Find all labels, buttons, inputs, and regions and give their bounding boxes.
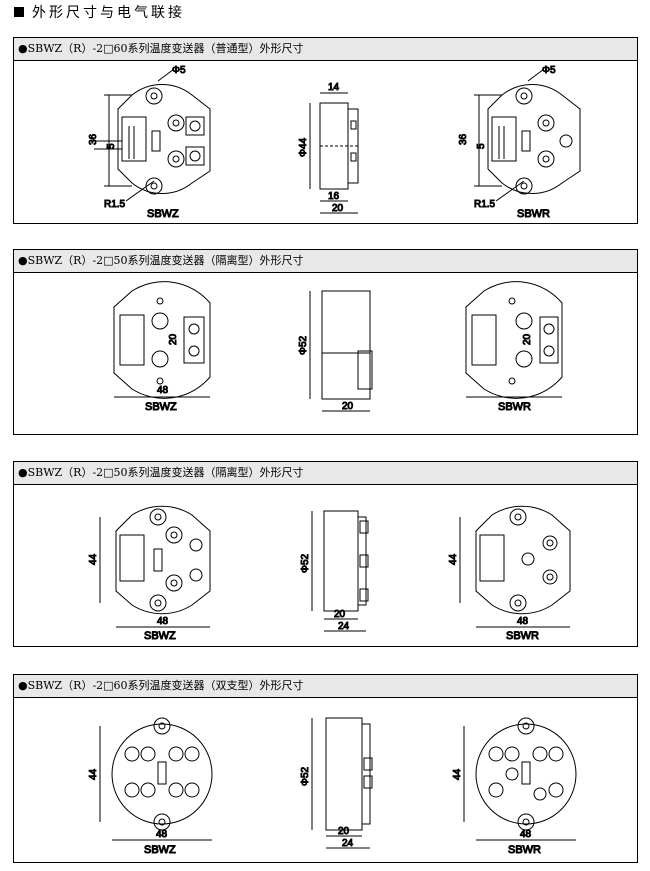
dim-24-side-4: 24	[342, 838, 354, 849]
section-1-drawing: Φ5 36 5 R1.5 SBWZ 14 Φ44 16 20	[88, 65, 581, 221]
dim-phi52-4: Φ52	[300, 766, 311, 786]
label-sbwr-1: SBWR	[517, 208, 550, 220]
dim-phi52-3: Φ52	[300, 553, 311, 573]
label-sbwr-3: SBWR	[506, 630, 539, 642]
square-bullet-icon	[14, 7, 24, 17]
section-2-panel: ●SBWZ（R）-2□50系列温度变送器（隔离型）外形尺寸 48 20 SBWZ	[13, 249, 638, 435]
sbwr-front-view-4	[463, 717, 577, 841]
dim-20-right-2: 20	[522, 333, 533, 345]
sbwr-front-view-3	[459, 505, 571, 628]
dim-24-side-3: 24	[338, 621, 350, 632]
dim-44-left-4: 44	[88, 768, 99, 780]
dim-5-right: 5	[476, 143, 487, 149]
sbwz-front-view-2	[113, 281, 211, 399]
dim-48-left-2: 48	[157, 385, 169, 396]
label-sbwz-3: SBWZ	[144, 630, 176, 642]
side-view-4	[311, 717, 373, 849]
dim-20-left-2: 20	[168, 333, 179, 345]
dim-48-left-3: 48	[157, 616, 169, 627]
dim-phi52-2: Φ52	[298, 335, 309, 355]
label-sbwz-4: SBWZ	[144, 844, 176, 856]
section-2-title: ●SBWZ（R）-2□50系列温度变送器（隔离型）外形尺寸	[14, 250, 637, 273]
dim-36-left: 36	[88, 133, 99, 145]
sbwr-front-view-2	[465, 281, 563, 399]
dim-36-right: 36	[458, 133, 469, 145]
label-sbwr-2: SBWR	[498, 401, 531, 413]
section-3-drawing: 44 48 SBWZ Φ52 20 24	[88, 505, 571, 643]
page-heading: 外形尺寸与电气联接	[14, 2, 185, 22]
section-3-title: ●SBWZ（R）-2□50系列温度变送器（隔离型）外形尺寸	[14, 462, 637, 485]
section-4-panel: ●SBWZ（R）-2□60系列温度变送器（双支型）外形尺寸 44 48 SBWZ	[13, 674, 638, 863]
dim-20-side-2: 20	[342, 401, 354, 412]
dim-14: 14	[328, 82, 340, 93]
dim-phi5-right: Φ5	[542, 65, 556, 76]
dim-48-right-3: 48	[517, 616, 529, 627]
dim-r15-left: R1.5	[104, 199, 126, 210]
sbwr-front-view	[474, 68, 581, 202]
sbwz-front-view-3	[99, 505, 211, 628]
dim-r15-right: R1.5	[474, 199, 496, 210]
label-sbwz-2: SBWZ	[145, 401, 177, 413]
dim-20-side-4: 20	[338, 826, 350, 837]
page-heading-text: 外形尺寸与电气联接	[32, 5, 185, 21]
dim-48-right-4: 48	[520, 829, 532, 840]
dim-44-right-3: 44	[448, 553, 459, 565]
label-sbwz-1: SBWZ	[147, 208, 179, 220]
dim-5-left: 5	[106, 143, 117, 149]
section-3-panel: ●SBWZ（R）-2□50系列温度变送器（隔离型）外形尺寸 44 48 SBWZ	[13, 461, 638, 647]
dim-16: 16	[328, 191, 340, 202]
dim-20-side: 20	[332, 203, 344, 214]
dim-44-left-3: 44	[88, 553, 99, 565]
dim-44-right-4: 44	[452, 768, 463, 780]
dim-phi5-left: Φ5	[172, 65, 186, 76]
dim-20-side-3: 20	[334, 609, 346, 620]
section-4-drawing: 44 48 SBWZ Φ52 20 24	[88, 717, 577, 857]
side-view-2	[309, 290, 373, 412]
section-4-title: ●SBWZ（R）-2□60系列温度变送器（双支型）外形尺寸	[14, 675, 637, 698]
section-1-title: ●SBWZ（R）-2□60系列温度变送器（普通型）外形尺寸	[14, 38, 637, 61]
sbwz-front-view-4	[99, 717, 213, 841]
side-view-3	[311, 510, 369, 632]
dim-48-left-4: 48	[156, 829, 168, 840]
label-sbwr-4: SBWR	[508, 844, 541, 856]
dim-phi44: Φ44	[298, 137, 309, 157]
sbwz-front-view	[94, 68, 211, 202]
side-view-1	[309, 92, 359, 214]
section-2-drawing: 48 20 SBWZ Φ52 20	[113, 281, 563, 414]
section-1-panel: ●SBWZ（R）-2□60系列温度变送器（普通型）外形尺寸	[13, 37, 638, 224]
